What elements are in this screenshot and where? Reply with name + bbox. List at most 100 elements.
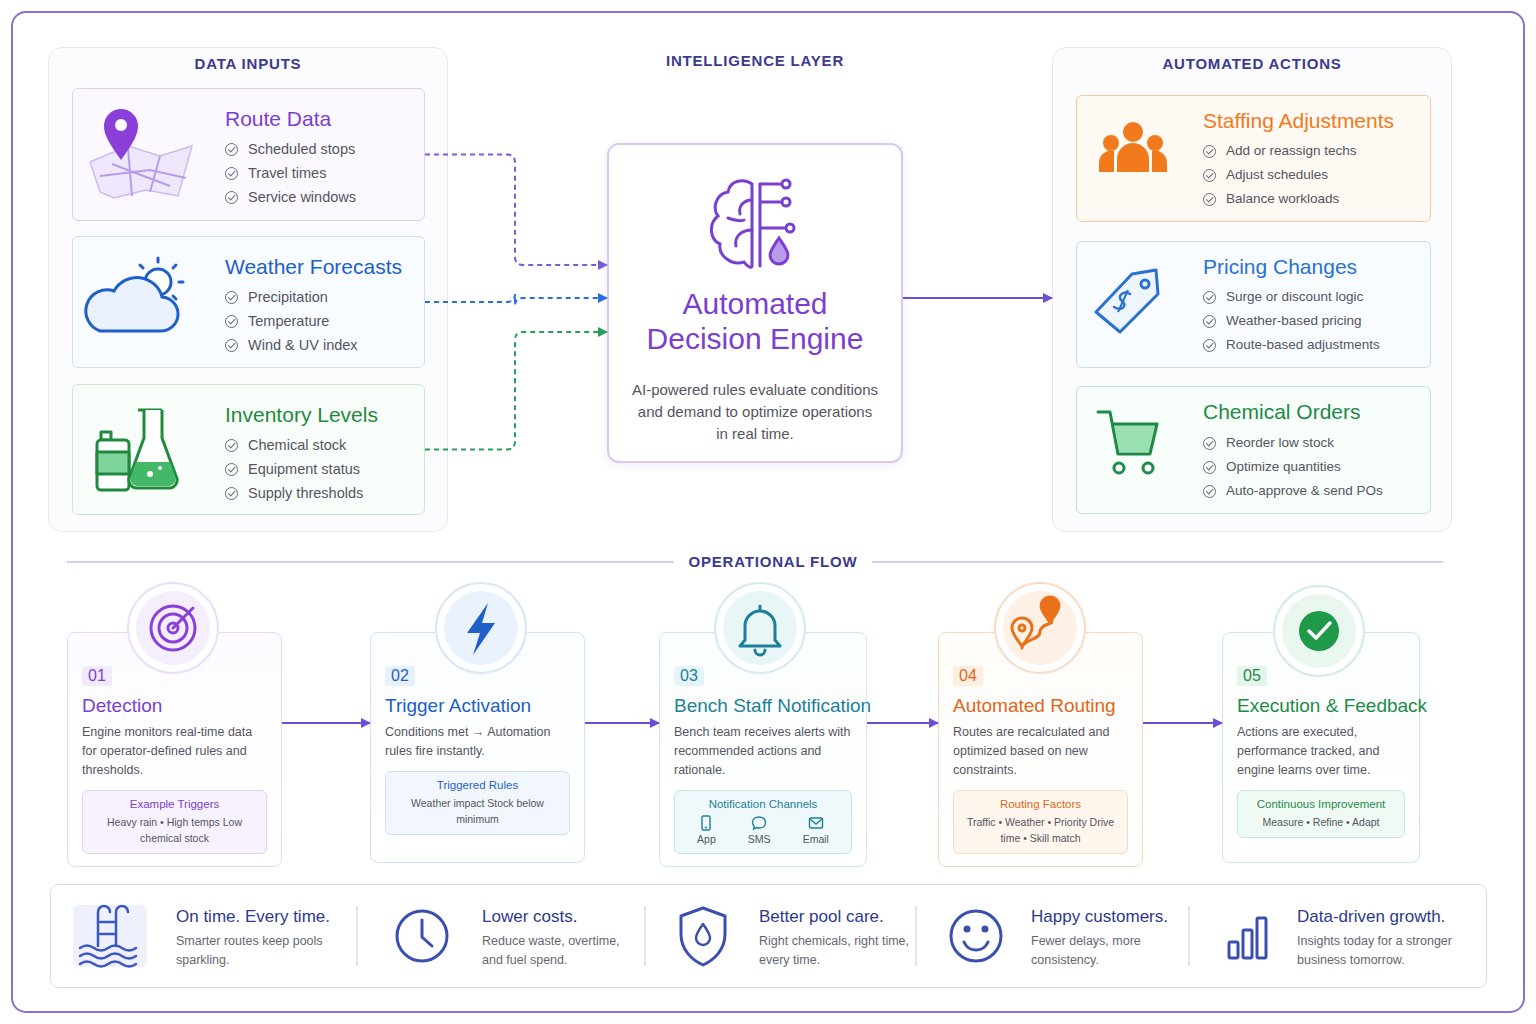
box-body: Weather impact Stock below minimum xyxy=(392,795,563,827)
list-item: Wind & UV index xyxy=(225,335,358,355)
check-icon xyxy=(1203,461,1216,474)
step-description: Conditions met → Automation rules fire i… xyxy=(385,723,570,761)
item-text: Temperature xyxy=(248,311,329,331)
item-text: Add or reassign techs xyxy=(1226,141,1357,161)
people-icon xyxy=(1099,122,1167,172)
step-title: Bench Staff Notification xyxy=(674,694,852,718)
item-text: Scheduled stops xyxy=(248,139,355,159)
box-body: Heavy rain • High temps Low chemical sto… xyxy=(89,814,260,846)
item-text: Optimize quantities xyxy=(1226,457,1341,477)
map-icon xyxy=(90,109,192,198)
item-text: Adjust schedules xyxy=(1226,165,1328,185)
step-number: 04 xyxy=(953,666,983,686)
step-description: Actions are executed, performance tracke… xyxy=(1237,723,1405,780)
check-icon xyxy=(1203,145,1216,158)
check-icon xyxy=(225,315,238,328)
list-item: Balance workloads xyxy=(1203,189,1339,209)
divider xyxy=(1188,906,1190,966)
list-item: Supply thresholds xyxy=(225,483,363,503)
list-item: Adjust schedules xyxy=(1203,165,1328,185)
box-body: Traffic • Weather • Priority Drive time … xyxy=(960,814,1121,846)
list-item: Optimize quantities xyxy=(1203,457,1341,477)
divider xyxy=(915,906,917,966)
step-title: Execution & Feedback xyxy=(1237,694,1405,718)
channels-box: Notification ChannelsAppSMSEmail xyxy=(674,790,852,854)
list-item: Scheduled stops xyxy=(225,139,355,159)
email-icon xyxy=(808,815,824,831)
flow-connector xyxy=(425,294,607,306)
rule-line xyxy=(872,561,1443,563)
check-icon xyxy=(225,487,238,500)
flow-connector xyxy=(903,297,1052,299)
flow-connector xyxy=(282,722,370,724)
list-item: Travel times xyxy=(225,163,326,183)
improvement-box: Continuous ImprovementMeasure • Refine •… xyxy=(1237,790,1405,838)
check-icon xyxy=(1203,339,1216,352)
check-icon xyxy=(225,339,238,352)
step-title: Detection xyxy=(82,694,267,718)
card-title: Route Data xyxy=(225,106,331,132)
item-text: Chemical stock xyxy=(248,435,346,455)
flow-connector xyxy=(585,722,659,724)
list-item: Temperature xyxy=(225,311,329,331)
divider xyxy=(644,906,646,966)
list-item: Auto-approve & send POs xyxy=(1203,481,1383,501)
card-title: Staffing Adjustments xyxy=(1203,108,1394,134)
bar-chart-icon xyxy=(1229,918,1266,958)
check-icon xyxy=(1203,315,1216,328)
step-description: Bench team receives alerts with recommen… xyxy=(674,723,852,780)
step-icon-route xyxy=(995,583,1085,673)
card-title: Pricing Changes xyxy=(1203,254,1357,280)
trigger-box: Example TriggersHeavy rain • High temps … xyxy=(82,790,267,854)
benefit-text: Insights today for a stronger business t… xyxy=(1297,932,1455,970)
channel-label: Email xyxy=(803,814,829,846)
tag-icon xyxy=(1096,270,1158,332)
check-icon xyxy=(225,143,238,156)
weather-icon xyxy=(86,258,183,331)
list-item: Equipment status xyxy=(225,459,360,479)
item-text: Reorder low stock xyxy=(1226,433,1334,453)
rule-line xyxy=(67,561,674,563)
step-number: 05 xyxy=(1237,666,1267,686)
flow-connector xyxy=(1143,722,1222,724)
check-icon xyxy=(225,191,238,204)
flask-icon xyxy=(97,410,177,490)
list-item: Service windows xyxy=(225,187,356,207)
factors-box: Routing FactorsTraffic • Weather • Prior… xyxy=(953,790,1128,854)
check-icon xyxy=(1203,485,1216,498)
panel-heading: DATA INPUTS xyxy=(49,55,447,72)
item-text: Travel times xyxy=(248,163,326,183)
app-icon xyxy=(698,815,714,831)
box-heading: Continuous Improvement xyxy=(1244,797,1398,812)
box-heading: Example Triggers xyxy=(89,797,260,812)
item-text: Wind & UV index xyxy=(248,335,358,355)
step-number: 02 xyxy=(385,666,415,686)
check-icon xyxy=(225,463,238,476)
item-text: Precipitation xyxy=(248,287,328,307)
outer-frame xyxy=(12,12,1524,1012)
list-item: Chemical stock xyxy=(225,435,346,455)
step-icon-bell xyxy=(715,583,805,673)
item-text: Surge or discount logic xyxy=(1226,287,1363,307)
card-title: Chemical Orders xyxy=(1203,399,1361,425)
step-title: Trigger Activation xyxy=(385,694,570,718)
box-heading: Notification Channels xyxy=(681,797,845,812)
check-icon xyxy=(1203,169,1216,182)
check-icon xyxy=(225,439,238,452)
benefit-title: On time. Every time. xyxy=(176,906,330,928)
channel-label: SMS xyxy=(748,814,771,846)
list-item: Reorder low stock xyxy=(1203,433,1334,453)
pool-icon xyxy=(73,905,147,967)
box-heading: Routing Factors xyxy=(960,797,1121,812)
section-label: OPERATIONAL FLOW xyxy=(676,552,870,572)
item-text: Service windows xyxy=(248,187,356,207)
item-text: Equipment status xyxy=(248,459,360,479)
box-heading: Triggered Rules xyxy=(392,778,563,793)
list-item: Weather-based pricing xyxy=(1203,311,1362,331)
card-title: Inventory Levels xyxy=(225,402,378,428)
step-title: Automated Routing xyxy=(953,694,1128,718)
check-icon xyxy=(225,291,238,304)
step-icon-trigger xyxy=(436,583,526,673)
